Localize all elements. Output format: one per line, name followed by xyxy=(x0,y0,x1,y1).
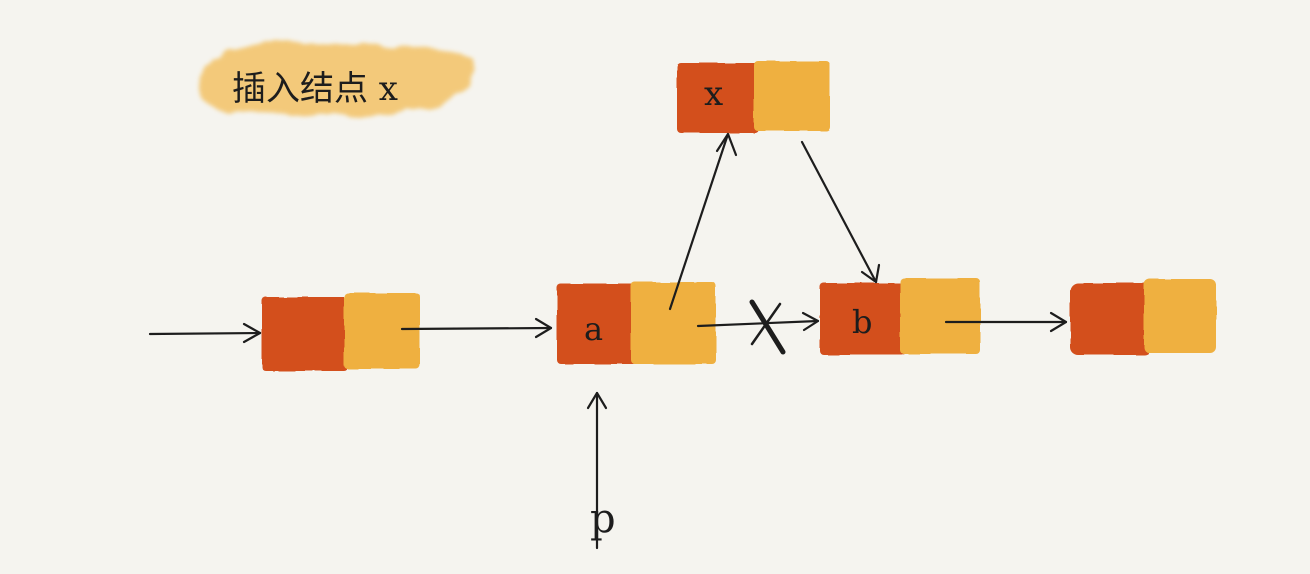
arrow-a-to-x xyxy=(668,132,738,311)
node-first xyxy=(262,293,420,371)
node-a xyxy=(557,282,716,364)
node-first-data-cell xyxy=(262,297,348,371)
node-x xyxy=(677,61,830,133)
arrow-first-to-a xyxy=(400,317,553,339)
node-b-next-cell xyxy=(900,278,980,354)
node-x-data-cell xyxy=(677,63,759,133)
arrow-pointer-p xyxy=(586,391,608,550)
diagram-title: 插入结点 x xyxy=(232,69,398,109)
pointer-label: p xyxy=(590,496,616,542)
node-last-next-cell xyxy=(1144,279,1216,353)
node-a-data-cell xyxy=(557,284,637,364)
node-last-data-cell xyxy=(1070,283,1152,355)
node-x-label: x xyxy=(704,74,723,114)
node-x-next-cell xyxy=(754,61,830,131)
node-b-data-cell xyxy=(820,283,906,355)
node-first-next-cell xyxy=(344,293,420,369)
title-highlight xyxy=(197,43,476,116)
node-b-label: b xyxy=(852,303,872,341)
arrow-b-to-last xyxy=(944,311,1068,333)
arrow-a-to-b-old xyxy=(696,311,820,332)
cross-out-mark xyxy=(749,299,786,355)
arrow-x-to-b xyxy=(800,140,881,284)
node-a-label: a xyxy=(584,310,603,348)
node-last xyxy=(1070,279,1216,355)
node-b xyxy=(820,278,980,355)
node-a-next-cell xyxy=(631,282,716,364)
arrow-head-to-first xyxy=(148,322,262,344)
